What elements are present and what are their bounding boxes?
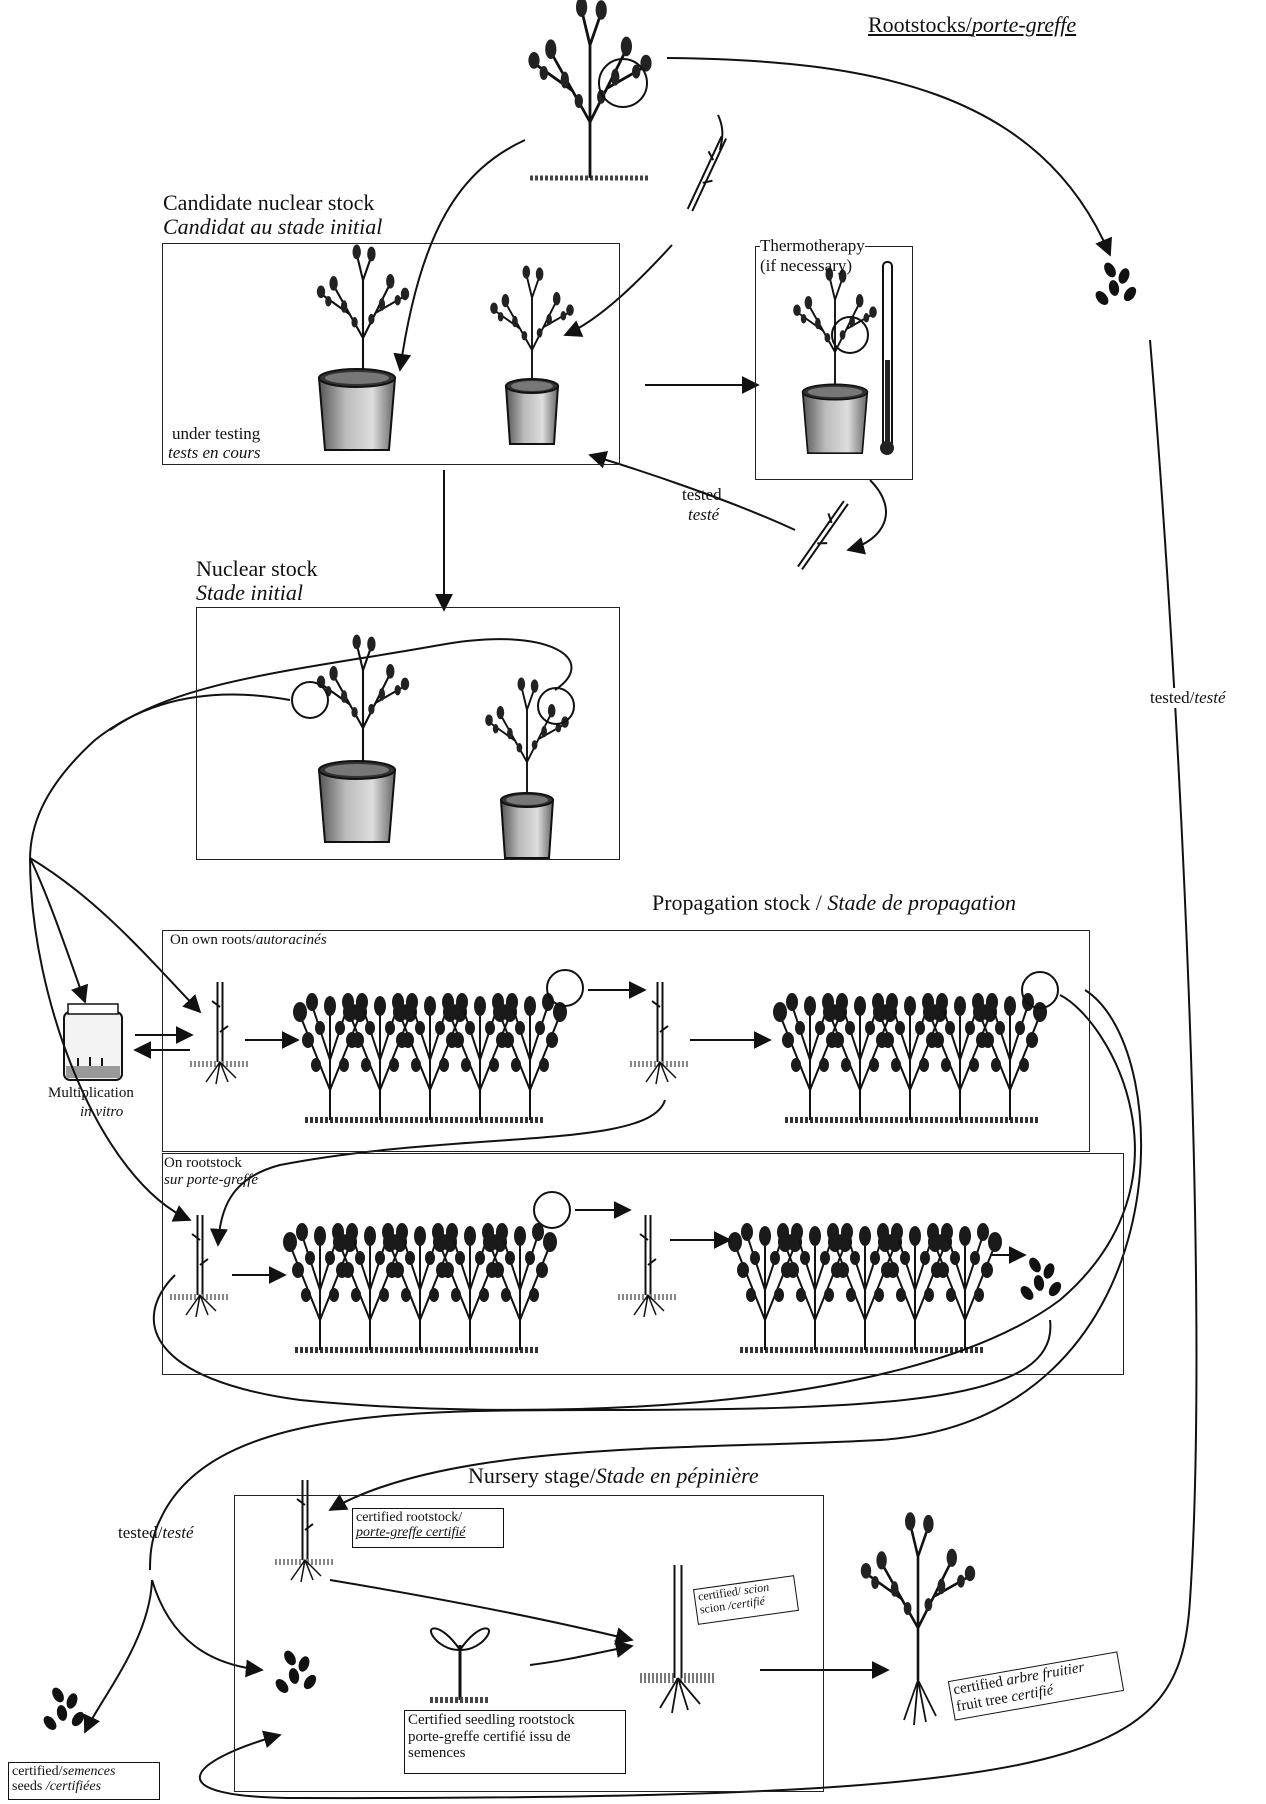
certified-seedling-rootstock-tag: Certified seedling rootstock porte-greff…: [404, 1710, 626, 1774]
thermotherapy-condition: (if necessary): [760, 256, 852, 276]
on-rootstock-en: On rootstock: [164, 1155, 242, 1172]
seedling-line-1: Certified seedling rootstock: [408, 1712, 622, 1729]
tested-mid-en: tested: [682, 485, 722, 505]
seedling-line-2: porte-greffe certifié issu de: [408, 1729, 622, 1746]
under-testing-fr: tests en cours: [168, 443, 261, 463]
multiplication-fr: in vitro: [80, 1104, 123, 1121]
propagation-heading: Propagation stock / Stade de propagation: [652, 890, 1016, 915]
propagation-heading-fr: Stade de propagation: [827, 890, 1016, 915]
tested-left-label: tested/testé: [118, 1523, 194, 1543]
on-rootstock-box: [162, 1153, 1124, 1375]
own-roots-label: On own roots/autoracinés: [170, 932, 327, 949]
tested-right-en: tested/: [1150, 688, 1194, 707]
on-rootstock-fr: sur porte-greffe: [164, 1172, 258, 1189]
own-roots-fr: autoracinés: [256, 932, 327, 948]
nursery-heading-fr: Stade en pépinière: [596, 1463, 759, 1488]
thermotherapy-label: Thermotherapy: [760, 236, 865, 256]
cutting-illustration-tested: [793, 498, 852, 573]
seeds-fr-2: /certifiées: [46, 1779, 101, 1794]
mother-tree-illustration: [528, 0, 651, 178]
certified-seeds-tag: certified/semences seeds /certifiées: [8, 1762, 160, 1800]
tested-right-label: tested/testé: [1150, 688, 1226, 708]
seeds-top-right: [1093, 261, 1139, 308]
certified-rootstock-tag: certified rootstock/ porte-greffe certif…: [352, 1508, 504, 1548]
seeds-en-1: certified/: [12, 1764, 63, 1779]
seeds-en-2: seeds: [12, 1779, 42, 1794]
propagation-heading-en: Propagation stock /: [652, 890, 827, 915]
seeds-certified-bottom: [41, 1686, 87, 1733]
nuclear-heading-en: Nuclear stock: [196, 556, 318, 581]
own-roots-en: On own roots/: [170, 932, 256, 948]
nuclear-stock-box: [196, 607, 620, 860]
seeds-fr-1: semences: [63, 1764, 116, 1779]
certified-rootstock-en: certified rootstock/: [356, 1510, 500, 1525]
cutting-illustration-top: [683, 134, 731, 213]
candidate-heading-fr: Candidat au stade initial: [163, 214, 382, 239]
nursery-heading-en: Nursery stage/: [468, 1463, 596, 1488]
candidate-heading-en: Candidate nuclear stock: [163, 190, 374, 215]
under-testing-en: under testing: [172, 424, 260, 444]
tested-mid-fr: testé: [688, 505, 719, 525]
thermotherapy-box: [755, 246, 913, 480]
tested-right-fr: testé: [1194, 688, 1225, 707]
nuclear-heading-fr: Stade initial: [196, 580, 303, 605]
scion-en-2: scion: [699, 1599, 726, 1616]
title-fr: porte-greffe: [972, 12, 1076, 37]
own-roots-box: [162, 930, 1090, 1152]
tested-left-en: tested/: [118, 1523, 162, 1542]
seedling-line-3: semences: [408, 1745, 622, 1762]
certified-rootstock-fr: porte-greffe certifié: [356, 1525, 500, 1540]
page-title: Rootstocks/porte-greffe: [868, 12, 1076, 37]
title-en: Rootstocks/: [868, 12, 972, 37]
tested-left-fr: testé: [162, 1523, 193, 1542]
nursery-heading: Nursery stage/Stade en pépinière: [468, 1463, 759, 1488]
multiplication-en: Multiplication: [48, 1085, 134, 1102]
